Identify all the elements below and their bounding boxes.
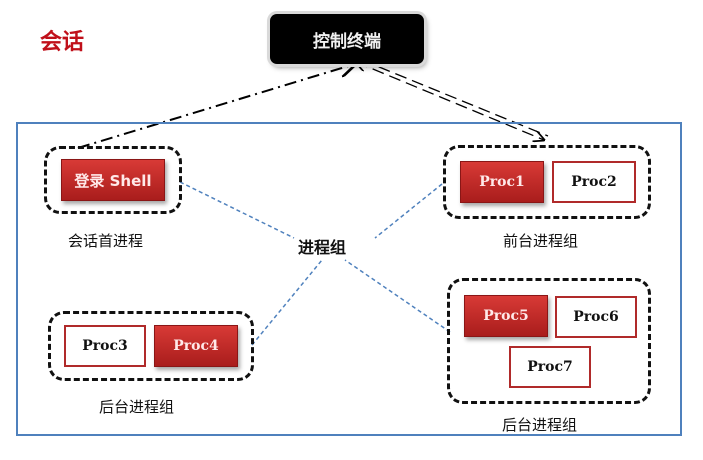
proc3-box: Proc3 [64, 325, 146, 367]
login-shell-label: 登录 Shell [74, 171, 152, 190]
foreground-caption: 前台进程组 [503, 232, 579, 250]
connector-background-left [251, 259, 323, 346]
connector-background-right [344, 259, 451, 333]
control-terminal: 控制终端 [270, 14, 424, 64]
session-frame [16, 122, 682, 436]
proc2-label: Proc2 [571, 174, 617, 190]
login-shell-process: 登录 Shell [61, 159, 165, 201]
background-right-caption: 后台进程组 [502, 416, 578, 434]
proc6-label: Proc6 [573, 309, 619, 325]
session-leader-caption: 会话首进程 [68, 232, 144, 250]
terminal-foreground-arrow-1 [356, 62, 544, 140]
proc1-label: Proc1 [479, 174, 525, 190]
connector-foreground [374, 183, 443, 239]
proc7-box: Proc7 [509, 346, 591, 388]
proc4-label: Proc4 [173, 338, 219, 354]
control-terminal-label: 控制终端 [313, 31, 381, 52]
proc5-box: Proc5 [464, 295, 548, 337]
proc1-box: Proc1 [460, 161, 544, 203]
proc3-label: Proc3 [82, 338, 128, 354]
proc7-label: Proc7 [527, 359, 573, 375]
background-group-right [447, 278, 651, 404]
diagram-title: 会话 [40, 30, 85, 55]
connector-session-leader [179, 181, 295, 239]
foreground-group [443, 145, 651, 219]
background-left-caption: 后台进程组 [99, 398, 175, 416]
proc5-label: Proc5 [483, 308, 529, 324]
session-leader-group [44, 146, 182, 214]
proc2-box: Proc2 [552, 161, 636, 203]
process-group-label: 进程组 [298, 238, 347, 257]
session-to-terminal-arrow [77, 64, 355, 149]
background-group-left [48, 311, 254, 381]
proc6-box: Proc6 [555, 296, 637, 338]
proc4-box: Proc4 [154, 325, 238, 367]
